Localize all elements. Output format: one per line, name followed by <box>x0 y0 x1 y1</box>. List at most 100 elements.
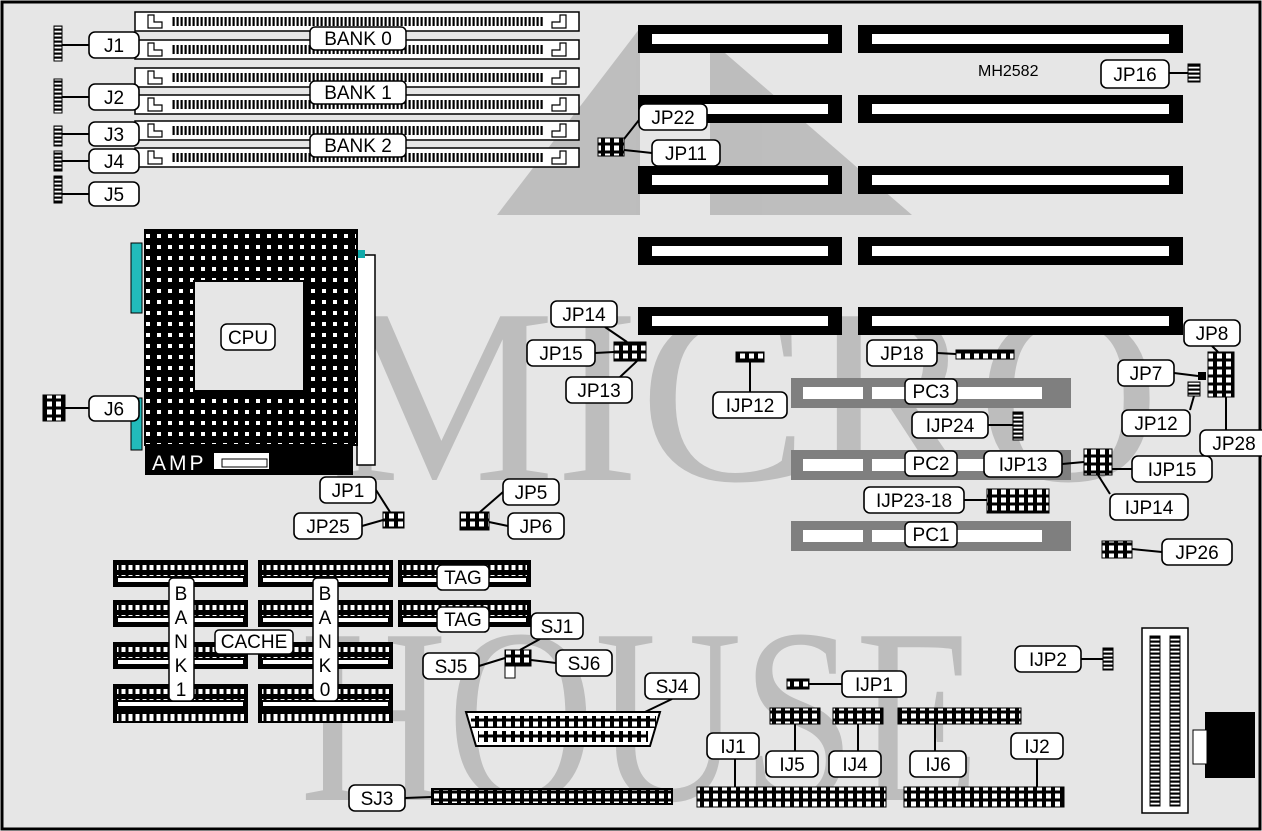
callout-text: JP22 <box>651 108 694 129</box>
callout-ijp2: IJP2 <box>1014 645 1103 673</box>
callout-text: JP13 <box>577 381 620 402</box>
bank0-label: BANK 0 <box>324 29 392 50</box>
callout-sj1: SJ1 <box>519 612 584 651</box>
callout-ijp15: IJP15 <box>1112 455 1213 483</box>
callout-text: IJP15 <box>1148 460 1197 481</box>
cache-bank1-letter: K <box>175 656 188 677</box>
callout-text: J3 <box>104 125 124 146</box>
callout-jp18: JP18 <box>866 339 957 367</box>
callout-text: IJP14 <box>1125 498 1174 519</box>
callout-sj3: SJ3 <box>348 784 432 812</box>
pci-labels: PC3 PC2 PC1 <box>904 378 958 548</box>
callout-text: IJP24 <box>926 416 975 437</box>
bank1-label: BANK 1 <box>324 83 392 104</box>
cache-label: CACHE <box>221 632 288 653</box>
callout-text: IJ2 <box>1024 737 1049 758</box>
cache-bank0-letter: 0 <box>320 680 331 701</box>
callout-jp25: JP25 <box>293 512 384 540</box>
pc1-label: PC1 <box>913 525 950 546</box>
callout-jp13: JP13 <box>565 360 638 404</box>
callout-j4: J4 <box>62 148 140 174</box>
callout-text: SJ4 <box>656 677 689 698</box>
callout-text: J1 <box>104 36 124 57</box>
cache-bank0-letter: A <box>319 608 332 629</box>
callout-text: IJP13 <box>999 455 1048 476</box>
callout-text: SJ1 <box>541 617 574 638</box>
bank2-label: BANK 2 <box>324 136 392 157</box>
callout-jp15: JP15 <box>526 339 615 367</box>
callout-text: IJ6 <box>925 755 950 776</box>
callout-text: J6 <box>104 400 124 421</box>
cache-bank1-letter: 1 <box>176 680 187 701</box>
callout-j5: J5 <box>62 181 140 207</box>
connectors <box>42 25 1255 814</box>
callout-text: IJP1 <box>855 675 893 696</box>
callout-jp26: JP26 <box>1131 538 1233 566</box>
callout-text: IJ4 <box>842 755 868 776</box>
callout-text: IJ5 <box>779 755 804 776</box>
bank-labels: BANK 0 BANK 1 BANK 2 <box>309 26 407 158</box>
pc2-label: PC2 <box>913 454 950 475</box>
callout-jp28: JP28 <box>1199 397 1262 457</box>
callout-jp6: JP6 <box>488 512 565 540</box>
ij4-connector <box>832 707 884 725</box>
ij1-connector <box>696 786 887 808</box>
callout-text: JP28 <box>1212 434 1255 455</box>
callout-jp7: JP7 <box>1117 359 1199 387</box>
callout-sj5: SJ5 <box>422 652 506 680</box>
isa-slots <box>638 25 1183 335</box>
callout-text: IJP23-18 <box>876 491 952 512</box>
callout-j3: J3 <box>62 121 140 147</box>
cache-bank0-letter: K <box>319 656 332 677</box>
callout-text: J5 <box>104 185 124 206</box>
callout-jp14: JP14 <box>550 300 628 343</box>
callout-ij4: IJ4 <box>828 724 882 778</box>
callout-ijp23-18: IJP23-18 <box>863 486 987 514</box>
pc3-label: PC3 <box>913 382 950 403</box>
callout-text: JP18 <box>880 344 923 365</box>
callout-jp5: JP5 <box>479 478 560 513</box>
cache-bank0-letter: N <box>318 632 332 653</box>
callout-text: JP8 <box>1196 324 1229 345</box>
callout-ijp1: IJP1 <box>809 670 907 698</box>
callout-text: JP15 <box>539 344 582 365</box>
cache-labels: B A N K 1 B A N K 0 CACHE TAG TAG <box>168 564 490 702</box>
tag-label-1: TAG <box>444 568 482 589</box>
cpu-label: CPU <box>228 328 268 349</box>
cache-bank1-letter: N <box>174 632 188 653</box>
callout-text: JP25 <box>306 517 349 538</box>
cpu-socket: AMP <box>130 229 376 475</box>
callout-jp22: JP22 <box>623 103 708 140</box>
ij6-connector <box>897 707 1022 725</box>
callout-sj4: SJ4 <box>644 672 700 713</box>
callout-ijp13: IJP13 <box>983 450 1085 478</box>
callout-ij1: IJ1 <box>706 732 760 787</box>
board-model: MH2582 <box>978 63 1039 80</box>
callout-labels: J1J2J3J4J5J6JP16JP22JP11JP14JP15JP13IJP1… <box>62 31 1262 812</box>
callout-text: JP1 <box>332 481 365 502</box>
callout-jp12: JP12 <box>1121 395 1195 437</box>
callout-text: JP26 <box>1175 543 1218 564</box>
callout-sj6: SJ6 <box>530 649 613 677</box>
callout-ij5: IJ5 <box>765 724 819 778</box>
callout-text: JP14 <box>562 305 606 326</box>
cache-bank1-letter: B <box>175 584 188 605</box>
callout-j2: J2 <box>62 83 140 111</box>
keyboard-connector <box>1205 712 1255 778</box>
amp-brand: AMP <box>152 452 207 475</box>
callout-ijp14: IJP14 <box>1097 474 1189 521</box>
callout-j1: J1 <box>62 31 140 59</box>
callout-text: SJ5 <box>435 657 468 678</box>
callout-text: IJP2 <box>1029 650 1067 671</box>
callout-text: J2 <box>104 88 124 109</box>
callout-ijp12: IJP12 <box>712 362 788 419</box>
callout-jp16: JP16 <box>1100 59 1188 89</box>
callout-text: IJP12 <box>726 396 775 417</box>
ij2-connector <box>903 786 1065 808</box>
callout-text: J4 <box>104 152 125 173</box>
callout-jp8: JP8 <box>1183 319 1241 353</box>
tag-label-2: TAG <box>444 610 482 631</box>
cache-bank0-letter: B <box>319 584 332 605</box>
callout-jp11: JP11 <box>623 139 721 167</box>
